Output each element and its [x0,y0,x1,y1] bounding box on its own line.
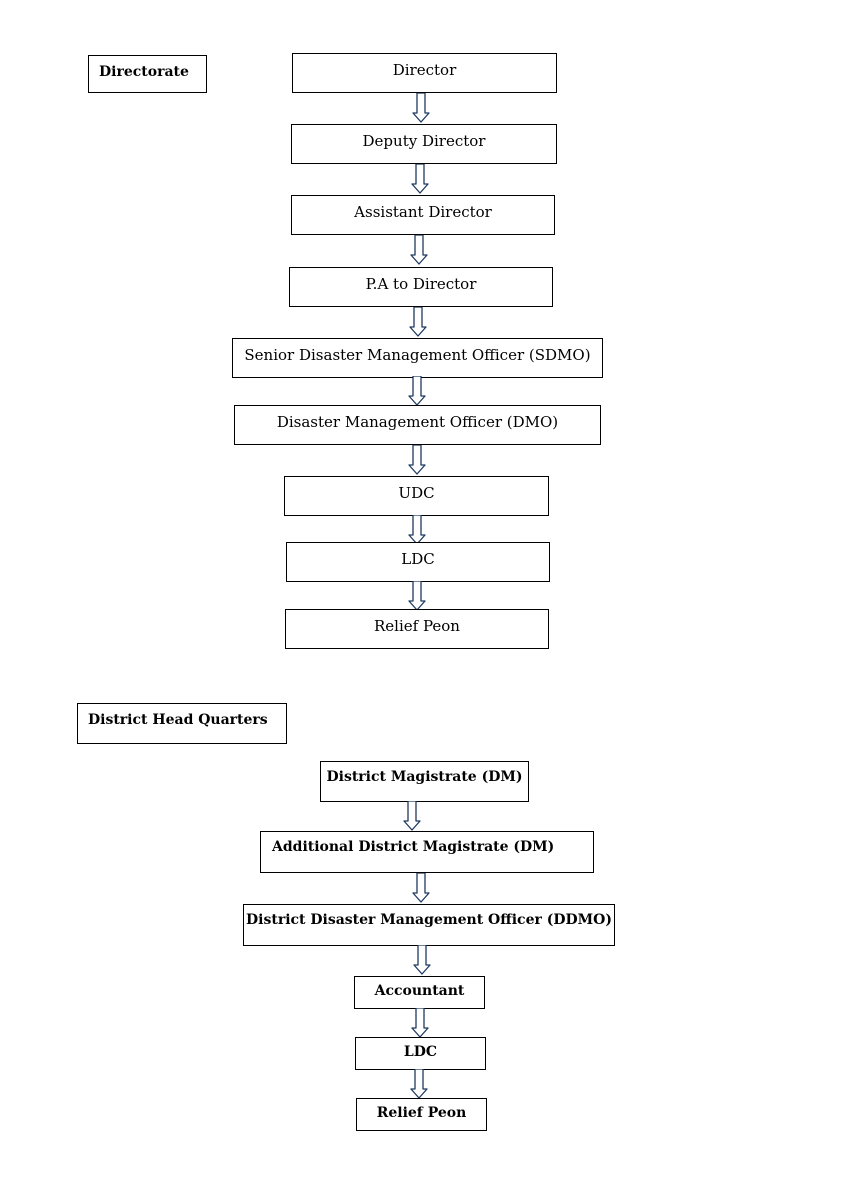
node-district-magistrate: District Magistrate (DM) [320,761,529,802]
node-relief-peon: Relief Peon [285,609,549,649]
node-pa-to-director: P.A to Director [289,267,553,307]
down-arrow-icon [410,235,428,265]
node-ddmo: District Disaster Management Officer (DD… [243,904,615,946]
node-additional-district-magistrate: Additional District Magistrate (DM) [260,831,594,873]
down-arrow-icon [408,445,426,475]
node-ldc-district: LDC [355,1037,486,1070]
node-sdmo: Senior Disaster Management Officer (SDMO… [232,338,603,378]
down-arrow-icon [411,164,429,194]
down-arrow-icon [413,945,431,975]
node-deputy-director: Deputy Director [291,124,557,164]
down-arrow-icon [409,307,427,337]
down-arrow-icon [408,581,426,611]
down-arrow-icon [411,1008,429,1038]
node-relief-peon-district: Relief Peon [356,1098,487,1131]
node-ldc: LDC [286,542,550,582]
down-arrow-icon [410,1069,428,1099]
directorate-label: Directorate [88,55,207,93]
down-arrow-icon [408,376,426,406]
down-arrow-icon [408,515,426,545]
node-dmo: Disaster Management Officer (DMO) [234,405,601,445]
node-udc: UDC [284,476,549,516]
node-assistant-director: Assistant Director [291,195,555,235]
district-head-quarters-label: District Head Quarters [77,703,287,744]
down-arrow-icon [412,93,430,123]
node-director: Director [292,53,557,93]
down-arrow-icon [412,873,430,903]
down-arrow-icon [403,801,421,831]
node-accountant: Accountant [354,976,485,1009]
